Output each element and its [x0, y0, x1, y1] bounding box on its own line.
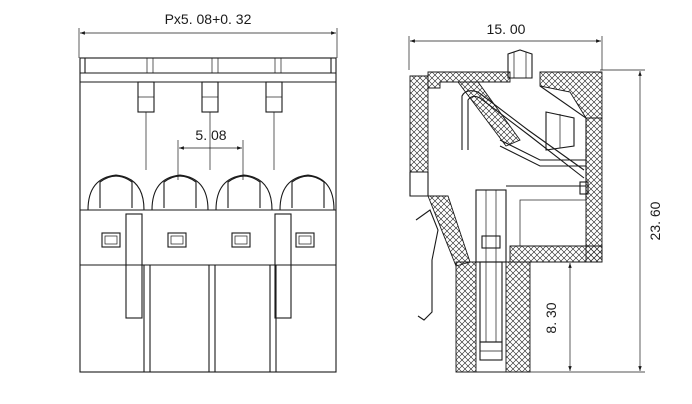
side-pin-dimension: 8. 30 [530, 261, 575, 371]
front-width-dimension: Px5. 08+0. 32 [78, 11, 338, 58]
front-view: Px5. 08+0. 32 [78, 11, 338, 373]
side-housing-section [409, 71, 603, 373]
front-width-label: Px5. 08+0. 32 [165, 11, 252, 27]
front-latch-tabs [125, 213, 292, 319]
front-wire-entries [87, 174, 335, 211]
side-height-label: 23. 60 [647, 201, 663, 240]
front-screw-stems [137, 81, 283, 170]
side-contact-details [409, 49, 589, 373]
front-pitch-label: 5. 08 [195, 127, 226, 143]
front-test-windows [101, 232, 315, 248]
side-view: 15. 00 23. 60 8. 30 [408, 21, 663, 373]
side-width-dimension: 15. 00 [408, 21, 603, 70]
side-width-label: 15. 00 [487, 21, 526, 37]
side-height-dimension: 23. 60 [530, 69, 663, 373]
front-body-outline [79, 57, 337, 373]
front-pitch-dimension: 5. 08 [177, 127, 244, 180]
side-pin-label: 8. 30 [543, 302, 559, 333]
